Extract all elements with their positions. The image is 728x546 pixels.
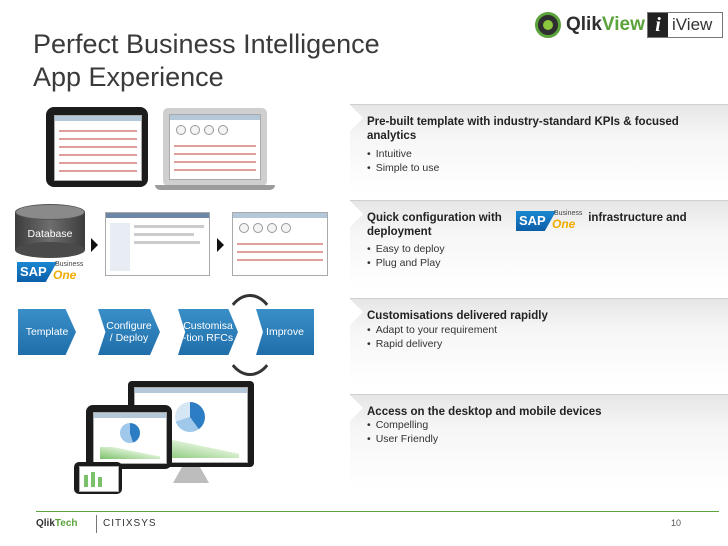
footer-divider bbox=[36, 511, 719, 512]
citixsys-logo: CITIXSYS bbox=[103, 518, 157, 529]
panel-heading: Quick configuration with infrastructure … bbox=[367, 212, 687, 238]
qliktech-logo: QlikTech bbox=[36, 518, 78, 529]
qlikview-iview-logo: QlikView i iView bbox=[530, 8, 728, 42]
qlikview-wordmark: QlikView bbox=[566, 14, 645, 35]
panel-prebuilt: Pre-built template with industry-standar… bbox=[350, 104, 728, 194]
panel-heading: Pre-built template with industry-standar… bbox=[367, 116, 679, 142]
tablet-screen bbox=[54, 115, 142, 181]
iview-badge: i iView bbox=[647, 12, 723, 38]
laptop-screen bbox=[169, 114, 261, 180]
bullet-item: Intuitive bbox=[367, 148, 439, 162]
bullet-list: Intuitive Simple to use bbox=[367, 148, 440, 176]
panel-heading: Customisations delivered rapidly bbox=[367, 310, 548, 322]
database-cylinder: Database bbox=[15, 204, 85, 258]
sap-business-one-logo: SAP Business One bbox=[17, 261, 83, 284]
arrow-right-icon bbox=[91, 238, 98, 252]
process-step-improve: Improve bbox=[256, 309, 314, 355]
laptop-device bbox=[163, 108, 267, 186]
bullet-list: Adapt to your requirement Rapid delivery bbox=[367, 324, 497, 351]
monitor-stand bbox=[173, 467, 209, 483]
laptop-base bbox=[155, 185, 275, 190]
process-step-configure: Configure / Deploy bbox=[98, 309, 160, 355]
bullet-item: User Friendly bbox=[367, 433, 438, 447]
panel-customisations: Customisations delivered rapidly Adapt t… bbox=[350, 298, 728, 386]
panel-quick-config: Quick configuration with infrastructure … bbox=[350, 200, 728, 290]
process-step-template: Template bbox=[18, 309, 76, 355]
bullet-list: Easy to deploy Plug and Play bbox=[367, 243, 445, 270]
slide-title: Perfect Business Intelligence App Experi… bbox=[33, 29, 380, 92]
tablet-device-2 bbox=[86, 405, 172, 469]
panel-heading: Access on the desktop and mobile devices bbox=[367, 406, 602, 418]
iview-label: iView bbox=[672, 15, 713, 34]
bullet-item: Plug and Play bbox=[367, 257, 445, 271]
arrow-right-icon bbox=[217, 238, 224, 252]
database-label: Database bbox=[27, 228, 73, 240]
bullet-item: Simple to use bbox=[367, 162, 440, 176]
iview-i-icon: i bbox=[648, 13, 668, 37]
tablet-screen-2 bbox=[93, 412, 167, 464]
cycle-arrow-icon bbox=[222, 294, 278, 376]
bullet-item: Rapid delivery bbox=[367, 338, 497, 352]
sap-business-one-logo: SAP Business One bbox=[516, 210, 582, 233]
phone-device bbox=[74, 462, 122, 494]
bullet-list: Compelling User Friendly bbox=[367, 419, 438, 446]
footer-separator bbox=[96, 515, 97, 533]
qlikview-icon bbox=[535, 12, 561, 38]
bullet-item: Compelling bbox=[367, 419, 438, 433]
bullet-item: Adapt to your requirement bbox=[367, 324, 497, 338]
phone-screen bbox=[79, 466, 119, 492]
bullet-item: Easy to deploy bbox=[367, 243, 445, 257]
process-step-customisation: Customisa -tion RFCs bbox=[178, 309, 238, 355]
page-number: 10 bbox=[671, 518, 682, 528]
dashboard-screen bbox=[232, 212, 328, 276]
panel-access: Access on the desktop and mobile devices… bbox=[350, 394, 728, 490]
config-screen bbox=[105, 212, 210, 276]
tablet-device bbox=[46, 107, 148, 187]
